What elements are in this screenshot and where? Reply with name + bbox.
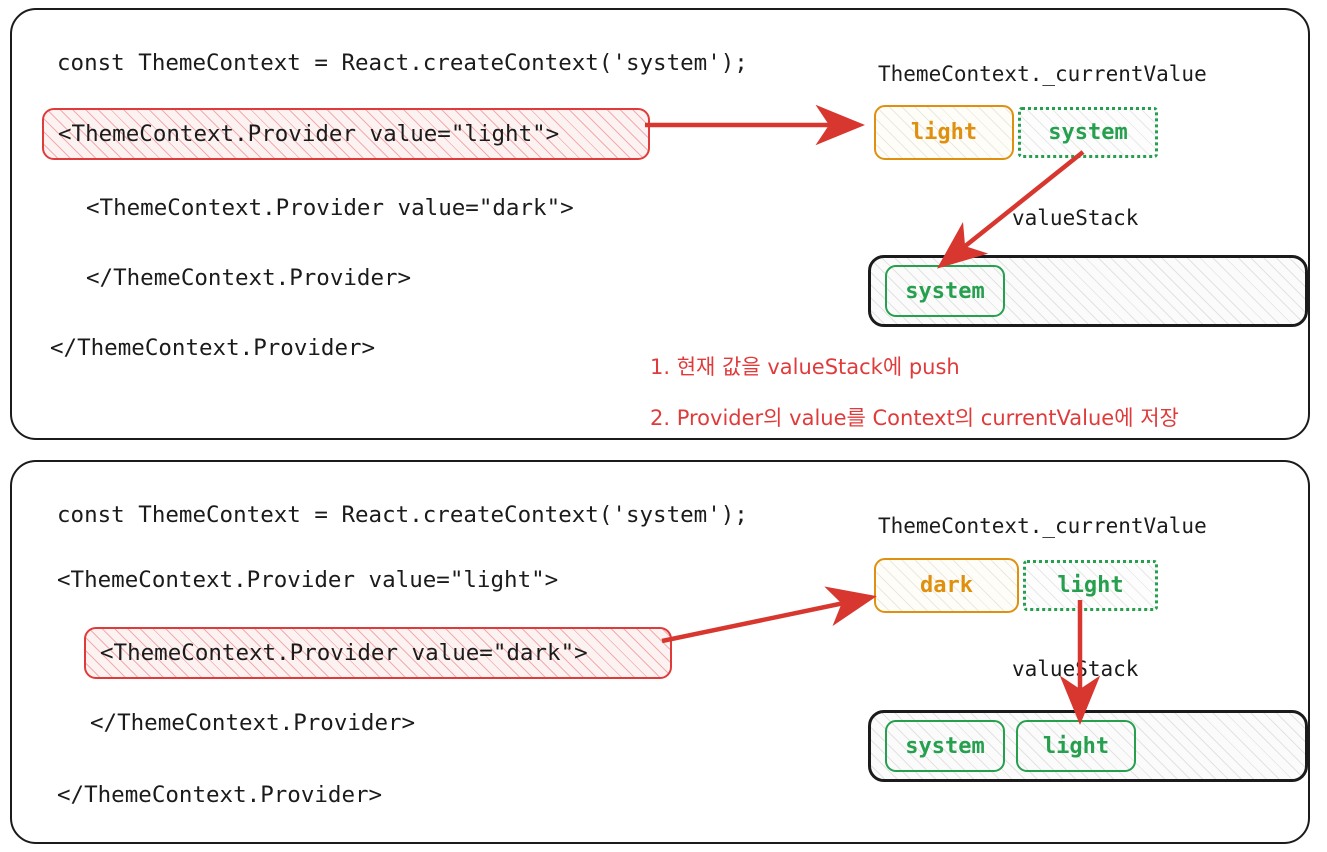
current-value-new-chip: light [874, 105, 1014, 160]
code-line-const: const ThemeContext = React.createContext… [57, 50, 748, 76]
note-step-2: 2. Provider의 value를 Context의 currentValu… [650, 406, 1179, 430]
value-stack-item: system [885, 720, 1005, 772]
code-line-provider-dark: <ThemeContext.Provider value="dark"> [86, 195, 574, 221]
current-value-new-chip: dark [874, 558, 1019, 613]
note-step-1: 1. 현재 값을 valueStack에 push [650, 355, 960, 379]
highlighted-code-text: <ThemeContext.Provider value="dark"> [100, 640, 588, 666]
highlighted-code-provider-light[interactable]: <ThemeContext.Provider value="light"> [42, 108, 650, 160]
code-line-close-outer: </ThemeContext.Provider> [57, 782, 383, 808]
code-line-close-inner: </ThemeContext.Provider> [90, 710, 416, 736]
current-value-previous-chip: system [1018, 107, 1158, 158]
highlighted-code-provider-dark[interactable]: <ThemeContext.Provider value="dark"> [84, 627, 672, 679]
value-stack-item: system [885, 265, 1005, 317]
value-stack-container: system [868, 255, 1308, 327]
code-line-close-outer: </ThemeContext.Provider> [50, 335, 376, 361]
panel-push-dark: const ThemeContext = React.createContext… [10, 460, 1310, 844]
current-value-label: ThemeContext._currentValue [878, 514, 1207, 538]
value-stack-item: light [1016, 720, 1136, 772]
value-stack-label: valueStack [1012, 657, 1139, 681]
highlighted-code-text: <ThemeContext.Provider value="light"> [58, 121, 560, 147]
panel-push-light: const ThemeContext = React.createContext… [10, 8, 1310, 440]
value-stack-container: system light [868, 710, 1308, 782]
current-value-label: ThemeContext._currentValue [878, 62, 1207, 86]
code-line-close-inner: </ThemeContext.Provider> [86, 265, 412, 291]
value-stack-label: valueStack [1012, 206, 1139, 230]
current-value-previous-chip: light [1023, 560, 1158, 611]
code-line-const: const ThemeContext = React.createContext… [57, 502, 748, 528]
code-line-provider-light: <ThemeContext.Provider value="light"> [57, 567, 559, 593]
